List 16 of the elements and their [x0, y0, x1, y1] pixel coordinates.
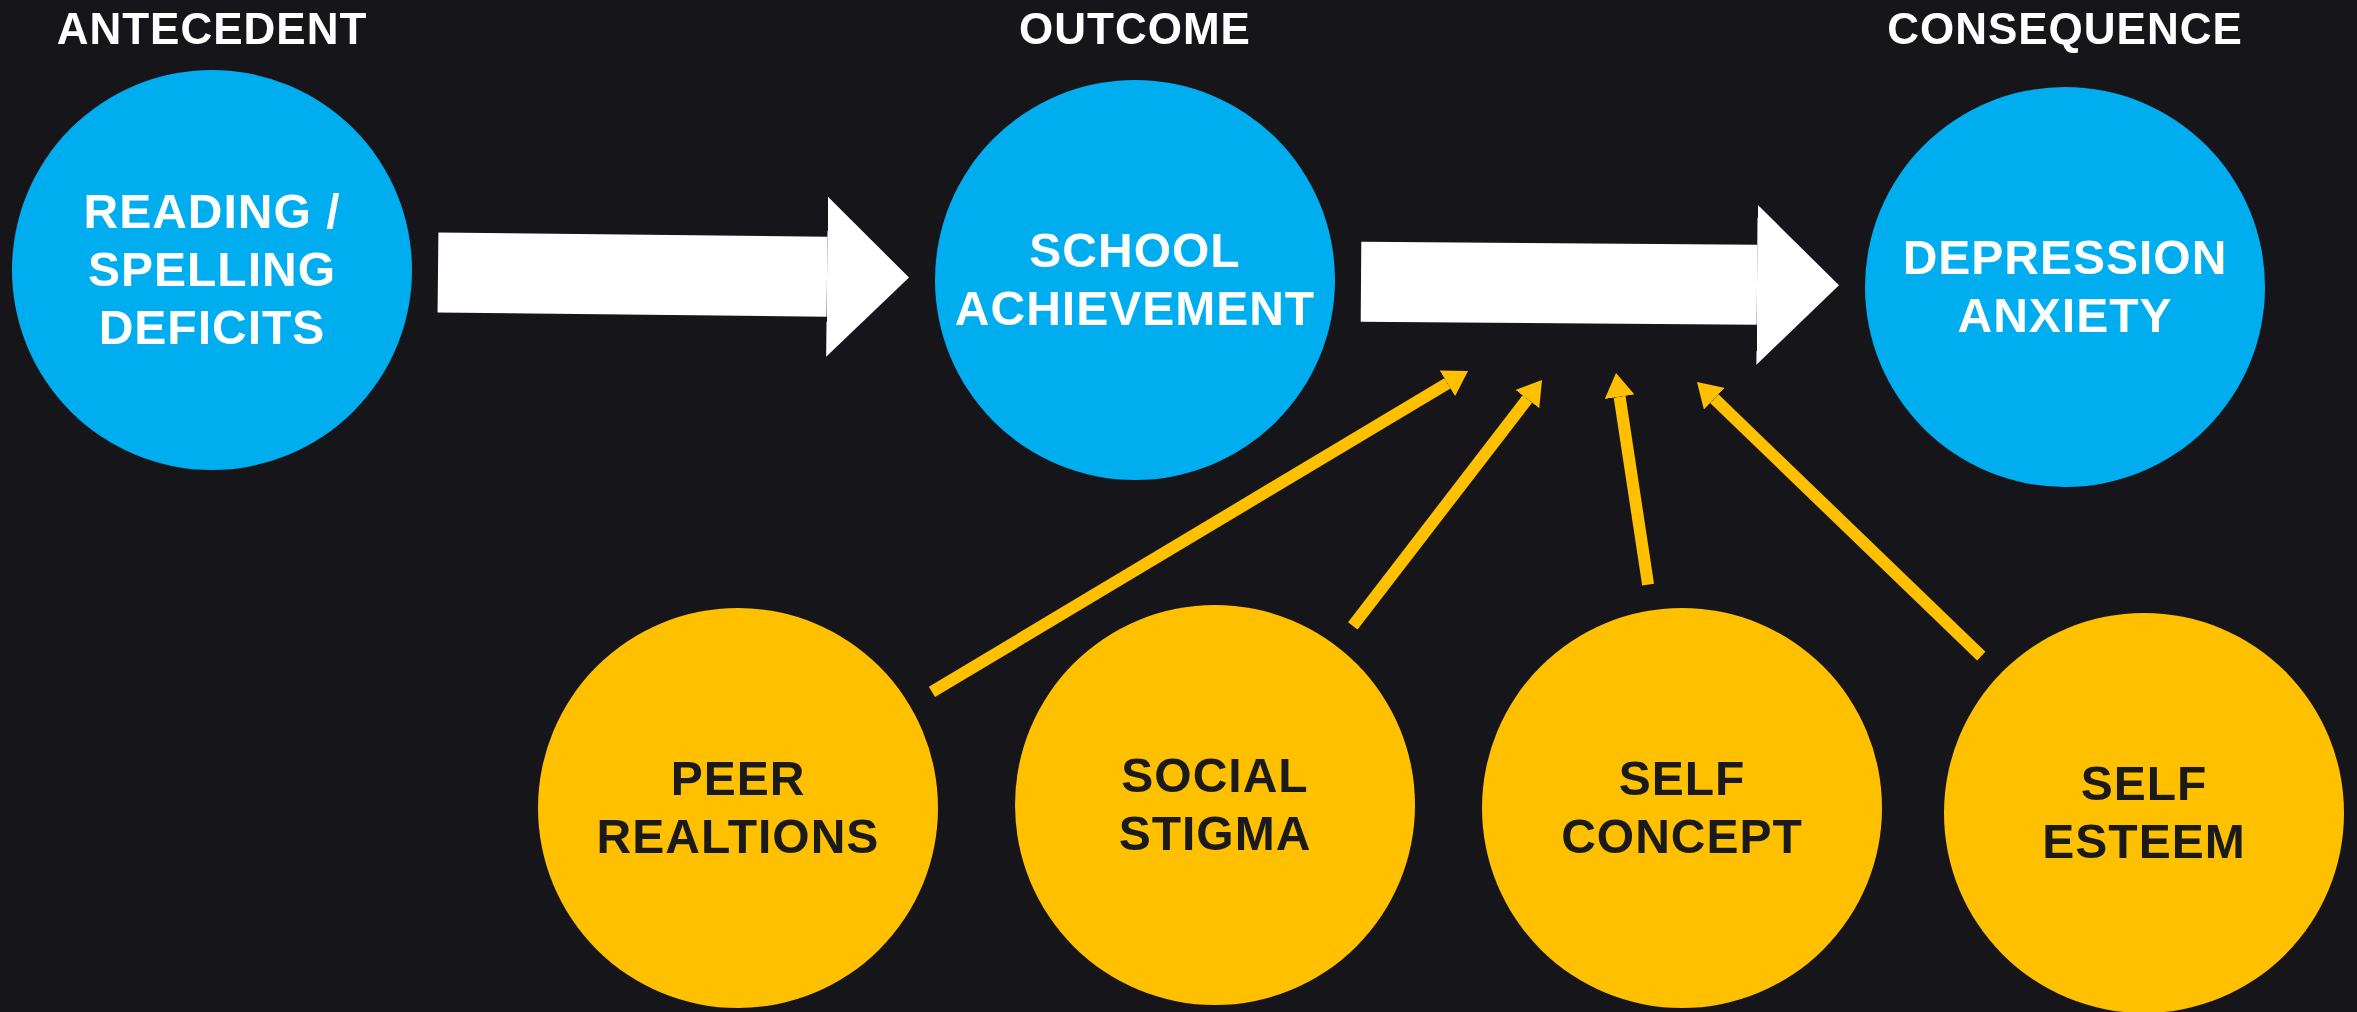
node-label: SOCIAL STIGMA: [1117, 748, 1313, 862]
arrow: [437, 196, 909, 357]
arrow: [1360, 204, 1839, 365]
column-heading: CONSEQUENCE: [1887, 4, 2243, 54]
node-label: PEER REALTIONS: [595, 751, 881, 865]
arrow: [1697, 382, 1986, 661]
arrow: [928, 370, 1468, 698]
column-heading: OUTCOME: [1019, 4, 1251, 54]
node-label: READING / SPELLING DEFICITS: [82, 184, 342, 356]
arrow: [1348, 380, 1542, 630]
arrow: [1604, 373, 1655, 586]
column-heading: ANTECEDENT: [56, 4, 368, 54]
node-label: SELF CONCEPT: [1560, 751, 1804, 865]
node-label: SELF ESTEEM: [2041, 756, 2247, 870]
node-label: SCHOOL ACHIEVEMENT: [953, 223, 1317, 337]
node-label: DEPRESSION ANXIETY: [1901, 230, 2229, 344]
